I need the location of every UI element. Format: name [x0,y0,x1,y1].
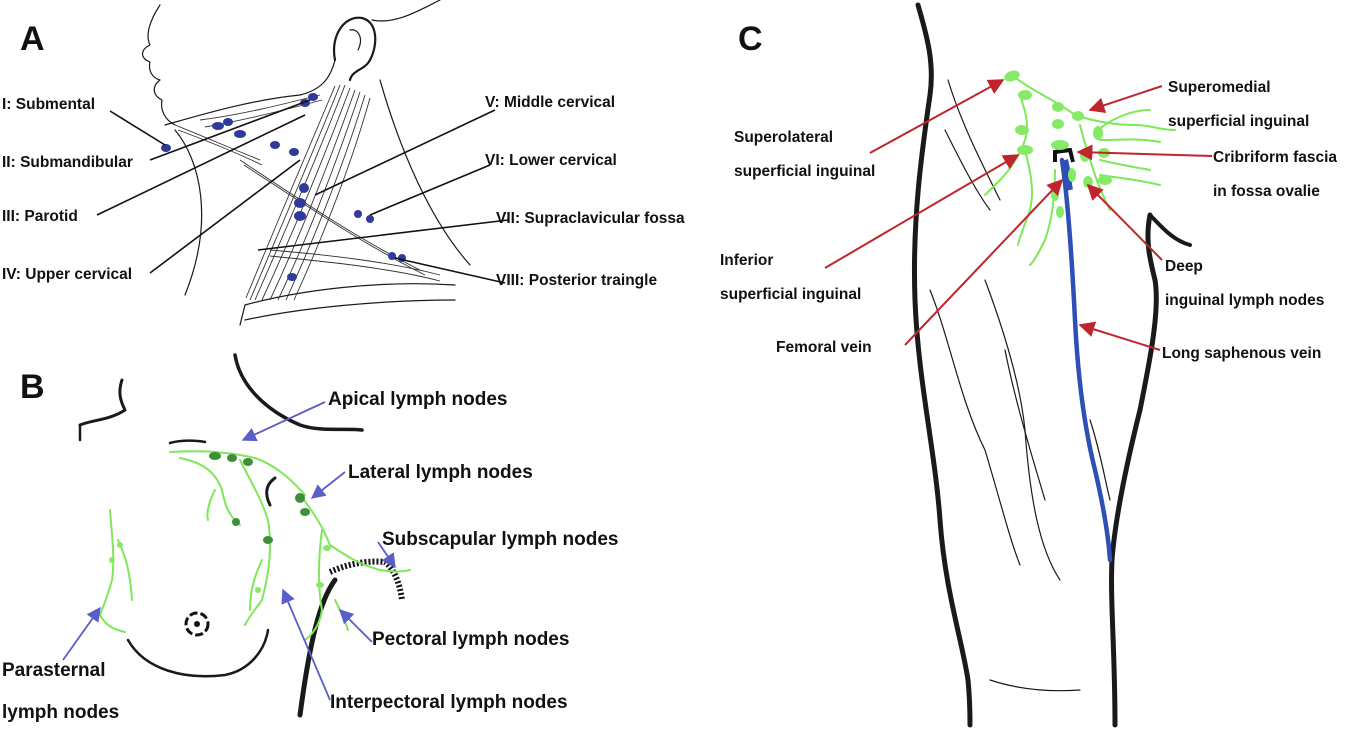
axillary-lymphatics [98,450,411,641]
label-lateral: Lateral lymph nodes [348,462,533,483]
neck-illustration [141,0,471,326]
leg-illustration [911,2,1192,728]
panel-b-labels: Apical lymph nodes Lateral lymph nodes S… [2,389,619,723]
panel-b-letter: B [20,368,45,406]
panel-a-leaders [96,99,509,284]
label-submandibular: II: Submandibular [2,154,133,171]
label-inferior-line1: Inferior [720,252,773,269]
label-posterior-triangle: VIII: Posterior traingle [496,272,657,289]
label-subscapular: Subscapular lymph nodes [382,529,619,550]
panel-b-arrows [62,401,396,701]
panel-a: A [2,0,685,326]
label-cribriform-line2: in fossa ovalie [1213,183,1320,200]
label-parasternal-line1: Parasternal [2,660,106,681]
label-femoral-vein: Femoral vein [776,339,872,356]
label-supraclavicular-fossa: VII: Supraclavicular fossa [496,210,685,227]
label-pectoral: Pectoral lymph nodes [372,629,569,650]
label-superomedial-line2: superficial inguinal [1168,113,1309,130]
label-superolateral-line2: superficial inguinal [734,163,875,180]
label-lower-cervical: VI: Lower cervical [485,152,617,169]
label-superomedial-line1: Superomedial [1168,79,1271,96]
label-apical: Apical lymph nodes [328,389,507,410]
label-deep-line2: inguinal lymph nodes [1165,292,1324,309]
label-cribriform-line1: Cribriform fascia [1213,149,1337,166]
panel-a-letter: A [20,20,45,58]
panel-c-letter: C [738,20,763,58]
neck-lymph-nodes [161,93,406,281]
panel-c: C [720,2,1337,728]
label-deep-line1: Deep [1165,258,1203,275]
label-middle-cervical: V: Middle cervical [485,94,615,111]
panel-c-labels: Superomedial superficial inguinal Supero… [720,79,1337,362]
label-long-saphenous-vein: Long saphenous vein [1162,345,1321,362]
panel-c-arrows [824,79,1213,351]
label-superolateral-line1: Superolateral [734,129,833,146]
label-parotid: III: Parotid [2,208,78,225]
label-interpectoral: Interpectoral lymph nodes [330,692,568,713]
label-submental: I: Submental [2,96,95,113]
label-upper-cervical: IV: Upper cervical [2,266,132,283]
label-parasternal-line2: lymph nodes [2,702,119,723]
label-inferior-line2: superficial inguinal [720,286,861,303]
panel-b: B [2,353,619,723]
panel-a-labels: I: Submental II: Submandibular III: Paro… [2,94,685,289]
